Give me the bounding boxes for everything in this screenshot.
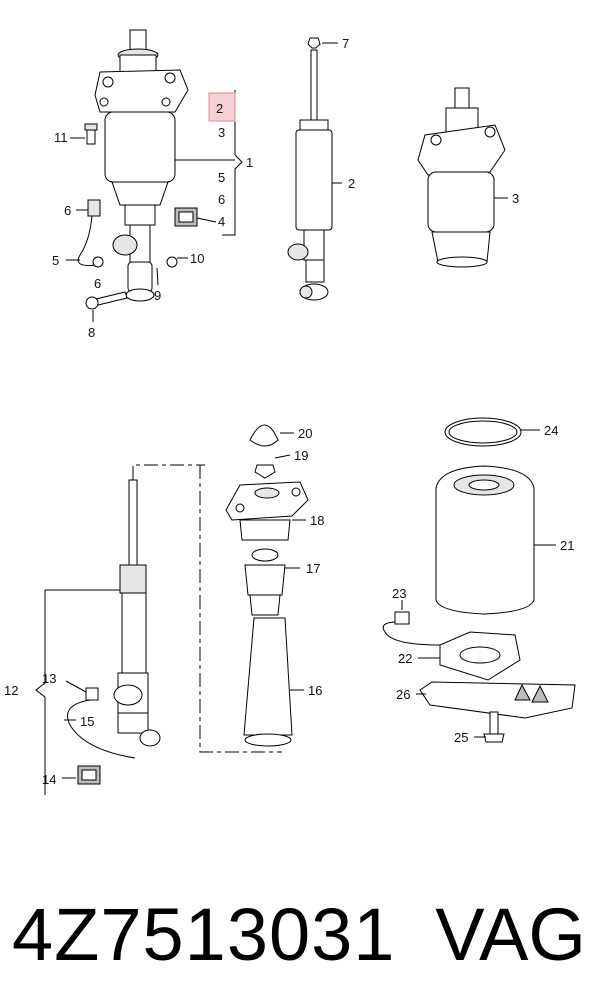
callout-5[interactable]: 5: [218, 170, 225, 185]
callout-23[interactable]: 23: [392, 586, 406, 601]
callout-16[interactable]: 16: [308, 683, 322, 698]
callout-7[interactable]: 7: [342, 36, 349, 51]
callout-19[interactable]: 19: [294, 448, 308, 463]
callout-26[interactable]: 26: [396, 687, 410, 702]
callout-6b[interactable]: 6: [64, 203, 71, 218]
callout-3b[interactable]: 3: [512, 191, 519, 206]
callout-6c[interactable]: 6: [94, 276, 101, 291]
air-spring-top-right: [417, 87, 506, 268]
callout-13[interactable]: 13: [42, 671, 56, 686]
callout-2-highlighted[interactable]: 2: [216, 101, 223, 116]
callout-4[interactable]: 4: [218, 214, 225, 229]
callout-11[interactable]: 11: [54, 130, 68, 145]
footer: 4Z7513031 VAG: [0, 880, 600, 990]
part-number: 4Z7513031: [12, 893, 396, 976]
callout-12[interactable]: 12: [4, 683, 18, 698]
callout-14[interactable]: 14: [42, 772, 56, 787]
callout-3[interactable]: 3: [218, 125, 225, 140]
parts-diagram: 2 3 1 5 6 4 11 6 5 6 10 9 8 7 2 3: [4, 29, 576, 795]
brand-label: VAG: [435, 893, 586, 976]
callout-10[interactable]: 10: [190, 251, 204, 266]
callout-17[interactable]: 17: [306, 561, 320, 576]
callout-18[interactable]: 18: [310, 513, 324, 528]
shock-assembly-bottom-left: [67, 464, 282, 785]
callout-15[interactable]: 15: [80, 714, 94, 729]
callout-25[interactable]: 25: [454, 730, 468, 745]
callout-6[interactable]: 6: [218, 192, 225, 207]
air-spring-bottom-right: [382, 417, 576, 743]
callout-9[interactable]: 9: [154, 288, 161, 303]
strut-assembly-top-left: [77, 29, 243, 310]
shock-absorber-top-middle: [287, 37, 333, 301]
callout-highlight: [208, 92, 236, 122]
callout-20[interactable]: 20: [298, 426, 312, 441]
callout-2[interactable]: 2: [348, 176, 355, 191]
callout-21[interactable]: 21: [560, 538, 574, 553]
callout-8[interactable]: 8: [88, 325, 95, 340]
callout-1[interactable]: 1: [246, 155, 253, 170]
callout-22[interactable]: 22: [398, 651, 412, 666]
mount-and-boot-bottom-middle: [225, 424, 309, 747]
callout-24[interactable]: 24: [544, 423, 558, 438]
callout-5b[interactable]: 5: [52, 253, 59, 268]
